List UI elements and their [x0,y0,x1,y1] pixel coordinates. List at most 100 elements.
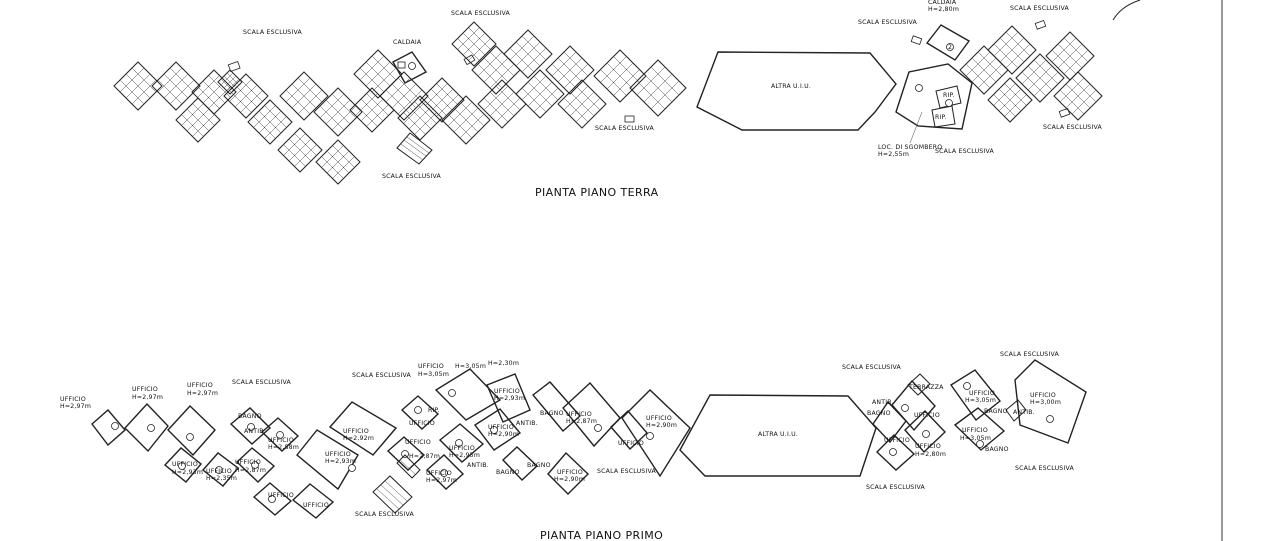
first-ufficio-5: UFFICIO [172,461,198,468]
first-ufficio-26: UFFICIO [969,390,995,397]
roof-module [397,95,443,141]
roof-module [1015,53,1065,103]
roof-module [593,49,647,103]
first-ufficio-28: UFFICIO [1030,392,1056,399]
roof-module [419,77,465,123]
ground-floor-title: PIANTA PIANO TERRA [535,186,659,199]
first-ufficio-5-h: H=2,93m [172,469,203,476]
ground-stair-3 [463,54,476,66]
first-ufficio-27: UFFICIO [962,427,988,434]
first-ufficio-25-h: H=2,80m [915,451,946,458]
first-ufficio-15-h: H=2,95m [449,452,480,459]
first-ufficio-13: UFFICIO [409,420,435,427]
roof-module [1053,71,1103,121]
first-ufficio-17-h: H=2,90m [488,431,519,438]
ground-leader-sgombero [909,111,923,144]
ground-rip-2: RIP. [935,114,947,121]
roof-module [353,49,403,99]
ground-caldaia-left [392,51,428,84]
first-ufficio-7: UFFICIO [235,459,261,466]
first-ufficio-21: UFFICIO [618,440,644,447]
first-ufficio-11-h: H=2,92m [343,435,374,442]
first-rip-1: RIP. [428,407,440,414]
roof-module [451,21,497,67]
ground-stair-5 [1034,19,1047,30]
first-ufficio-10: UFFICIO [325,451,351,458]
first-scala-label-1: SCALA ESCLUSIVA [232,379,291,386]
ground-scala-label-1: SCALA ESCLUSIVA [243,29,302,36]
roof-module [277,127,323,173]
first-scala-label-5: SCALA ESCLUSIVA [842,364,901,371]
ground-scala-label-2: SCALA ESCLUSIVA [451,10,510,17]
first-ufficio-1-h: H=2,97m [60,403,91,410]
ground-stair-6 [1058,107,1071,118]
first-ufficio-12: UFFICIO [418,363,444,370]
first-ufficio-14: UFFICIO [405,439,431,446]
roof-module [151,61,201,111]
roof-module [471,45,521,95]
first-scala-label-3: SCALA ESCLUSIVA [597,468,656,475]
first-ufficio-22-h: H=2,90m [646,422,677,429]
roof-module [441,95,491,145]
first-bagno-6: BAGNO [984,408,1008,415]
first-ufficio-24: UFFICIO [884,437,910,444]
first-ufficio-28-h: H=3,00m [1030,399,1061,406]
ground-altra-uiu-label: ALTRA U.I.U. [771,83,811,90]
first-ufficio-16-h: H=2,97m [426,477,457,484]
ground-stair-4 [910,35,923,46]
roof-module [279,71,329,121]
ground-locale-sgombero-label: LOC. DI SGOMBERO [878,144,942,151]
first-ufficio-26-h: H=3,05m [965,397,996,404]
roof-module [557,79,607,129]
first-ufficio-20: UFFICIO [557,469,583,476]
first-floor-rooms [91,359,1087,519]
roof-module [313,87,363,137]
first-ufficio-22: UFFICIO [646,415,672,422]
first-scala-label-4: SCALA ESCLUSIVA [355,511,414,518]
first-ufficio-1: UFFICIO [60,396,86,403]
ground-altra-uiu-outline [696,51,897,131]
first-ufficio-6-h: H=2,35m [206,475,237,482]
first-bagno-1: BAGNO [238,413,262,420]
first-bagno-2: BAGNO [540,410,564,417]
ground-stair-7 [624,115,635,123]
first-ufficio-8: UFFICIO [268,492,294,499]
first-scala-label-7: SCALA ESCLUSIVA [1015,465,1074,472]
ground-locale-sgombero-height: H=2,55m [878,151,909,158]
first-ufficio-2: UFFICIO [132,386,158,393]
first-ufficio-19: UFFICIO [566,411,592,418]
first-ufficio-7-h: H=2,87m [235,467,266,474]
roof-module [515,69,565,119]
first-bagno-5: BAGNO [867,410,891,417]
ground-caldaia-right: 2 [925,24,971,61]
first-antib-1: ANTIB. [244,428,266,435]
ground-caldaia-left-label: CALDAIA [393,39,422,46]
ground-stair-1 [396,132,433,165]
first-ufficio-3: UFFICIO [187,382,213,389]
roof-module [349,87,395,133]
roof-module [217,69,243,95]
first-antib-4: ANTIB. [872,399,894,406]
first-ufficio-3-h: H=2,97m [187,390,218,397]
ground-scala-label-8: SCALA ESCLUSIVA [382,173,441,180]
first-ufficio-4: UFFICIO [268,437,294,444]
first-ufficio-16: UFFICIO [426,470,452,477]
first-antib-2: ANTIB. [467,462,489,469]
first-ufficio-25: UFFICIO [915,443,941,450]
ground-caldaia-right-num: 2 [948,44,952,51]
first-ufficio-12-h: H=3,05m [418,371,449,378]
first-h230: H=2,30m [488,360,519,367]
first-antib-3: ANTIB. [516,420,538,427]
roof-module [113,61,163,111]
ground-caldaia-right-label: CALDAIA [928,0,957,6]
first-ufficio-17: UFFICIO [488,424,514,431]
first-floor-title: PIANTA PIANO PRIMO [540,529,663,541]
first-ufficio-23: UFFICIO [914,412,940,419]
roof-module [987,25,1037,75]
ground-stair-2 [227,60,241,72]
first-bagno-7: BAGNO [985,446,1009,453]
first-altra-uiu-label: ALTRA U.I.U. [758,431,798,438]
roof-module [175,97,221,143]
first-ufficio-6: UFFICIO [206,468,232,475]
first-ufficio-10-h: H=2,93m [325,458,356,465]
